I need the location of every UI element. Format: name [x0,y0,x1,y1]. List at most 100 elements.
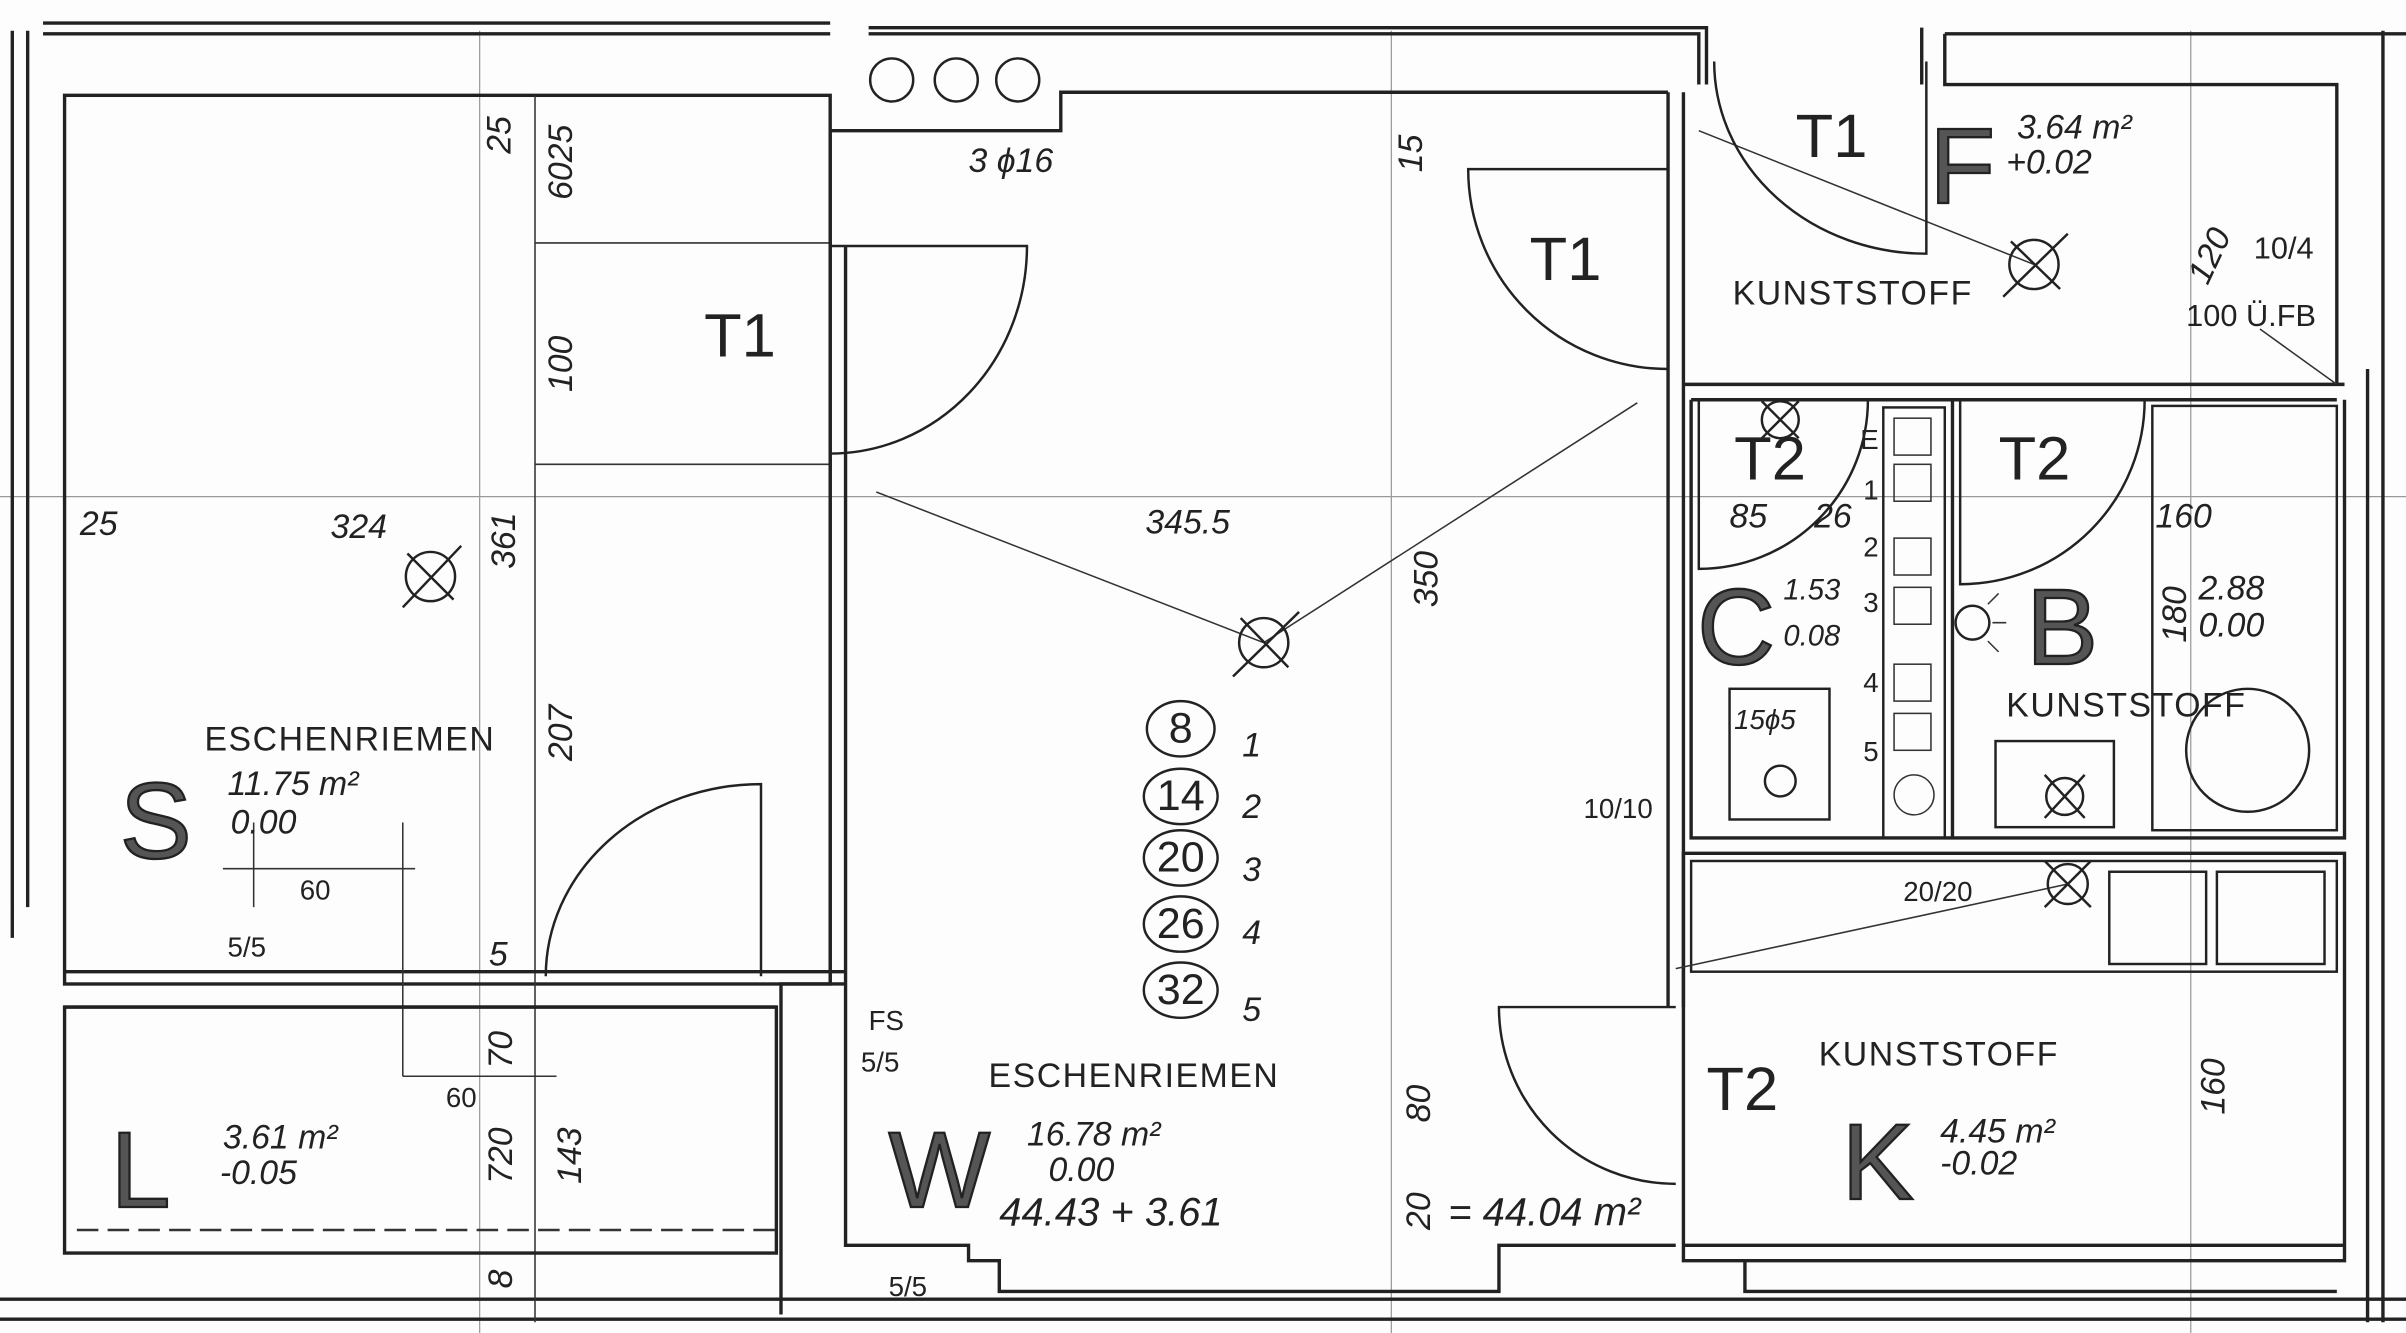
room-delta: 0.08 [1783,621,1841,653]
door-label-t1: T1 [704,302,776,371]
room-letter-c: C [1697,567,1775,687]
circuit-number: 4 [1242,914,1261,952]
room-l [62,1005,779,1255]
wall-light-icon [1954,592,2007,653]
dim-label: 20 [1400,1192,1438,1231]
light-fixtures [401,232,2092,908]
room-delta: 0.00 [231,803,297,841]
dim-label: 15ϕ5 [1734,704,1796,735]
shaft-label: 2 [1863,532,1878,563]
dim-label: 5/5 [861,1047,899,1078]
circuit-number: 1 [1242,726,1261,764]
room-delta: -0.02 [1940,1145,2017,1183]
room-letter-l: L [111,1110,171,1230]
room-area: 1.53 [1783,575,1840,607]
circuit-list: 8 14 20 26 32 1 2 3 4 5 [1142,699,1261,1029]
dim-label: 361 [485,512,523,568]
dim-label: 120 [2180,222,2238,289]
dim-label: 143 [551,1127,589,1184]
dim-label: 15 [1392,134,1430,172]
floor-material: KUNSTSTOFF [1733,274,1973,312]
ceiling-light-icon [401,544,463,609]
door-label-t2: T2 [1734,425,1806,494]
dim-label: 25 [79,505,118,543]
room-s [62,93,846,1323]
dim-label: 160 [2195,1058,2233,1115]
circuit-circled: 14 [1157,772,1205,820]
dim-label: 85 [1730,497,1768,535]
door-label-t2: T2 [1706,1055,1778,1124]
room-delta: 0.00 [2198,607,2264,645]
dim-label: 345.5 [1145,504,1230,542]
room-area: 16.78 m² [1027,1115,1162,1153]
dim-label: FS [869,1005,904,1036]
shaft-label: 4 [1863,667,1878,698]
dim-label: 25 [480,116,518,155]
shaft-label: 3 [1863,587,1878,618]
ceiling-light-icon [2002,232,2069,298]
room-letter-s: S [120,761,192,881]
room-letter-k: K [1842,1102,1914,1222]
floor-material: ESCHENRIEMEN [989,1057,1280,1095]
door-label-t2: T2 [1999,425,2071,494]
shaft-label: 5 [1863,736,1878,767]
dim-label: 5/5 [228,931,266,962]
dim-label: 5 [489,936,508,974]
dim-label: 8 [482,1269,520,1288]
dim-label: 720 [482,1127,520,1184]
circuit-circled: 20 [1157,834,1205,882]
circuit-number: 2 [1241,788,1261,826]
dim-label: 26 [1813,497,1852,535]
dim-label: 100 [542,335,580,392]
dim-label: 60 [300,874,331,905]
room-area: 11.75 m² [228,765,361,803]
room-area: 4.45 m² [1940,1112,2056,1150]
shaft-label: E [1860,424,1878,455]
room-delta: +0.02 [2006,144,2092,182]
dim-label: 207 [542,703,580,762]
room-letter-b: B [2026,567,2098,687]
floor-material: ESCHENRIEMEN [204,720,495,758]
door-f [1712,61,1928,255]
circuit-circled: 26 [1157,900,1205,948]
door-c [1697,399,1870,571]
room-area: 2.88 [2197,570,2264,608]
ceiling-light-icon [2043,860,2092,908]
door-s-l [544,782,763,977]
dim-label: 10/4 [2254,230,2314,265]
dim-label: 20/20 [1903,876,1972,907]
door-s-w [830,244,1029,455]
door-b [1958,399,2146,586]
dim-label: 350 [1407,551,1445,608]
dim-label: 160 [2155,497,2212,535]
door-w-hall [1466,167,1669,371]
ceiling-light-icon [1760,400,1800,440]
door-label-t1: T1 [1530,225,1602,294]
door-k [1497,1005,1676,1186]
dim-label: 100 Ü.FB [2186,298,2316,333]
ceiling-light-icon [2043,774,2086,819]
dim-label: 10/10 [1584,793,1653,824]
circuit-number: 5 [1242,991,1261,1029]
ceiling-light-icon [1232,611,1300,678]
dim-label: 324 [331,508,387,546]
room-area: 3.64 m² [2017,108,2133,146]
circuit-circled: 32 [1157,966,1205,1014]
area-total: = 44.04 m² [1448,1190,1642,1234]
dim-label: 3 ϕ16 [969,142,1054,180]
right-rooms [1675,129,2347,1294]
room-letter-f: F [1929,106,1995,226]
dim-label: 180 [2156,586,2194,643]
floor-material: KUNSTSTOFF [2006,686,2246,724]
circuit-circled: 8 [1169,705,1193,753]
doors [544,61,2146,1186]
dim-label: 80 [1400,1085,1438,1123]
room-delta: 0.00 [1048,1151,1114,1189]
door-label-t1: T1 [1796,102,1868,171]
room-delta: -0.05 [220,1154,297,1192]
dim-label: 70 [482,1031,520,1069]
grid-lines [0,30,2406,1333]
circuit-number: 3 [1242,851,1261,889]
room-area: 3.61 m² [223,1119,339,1157]
